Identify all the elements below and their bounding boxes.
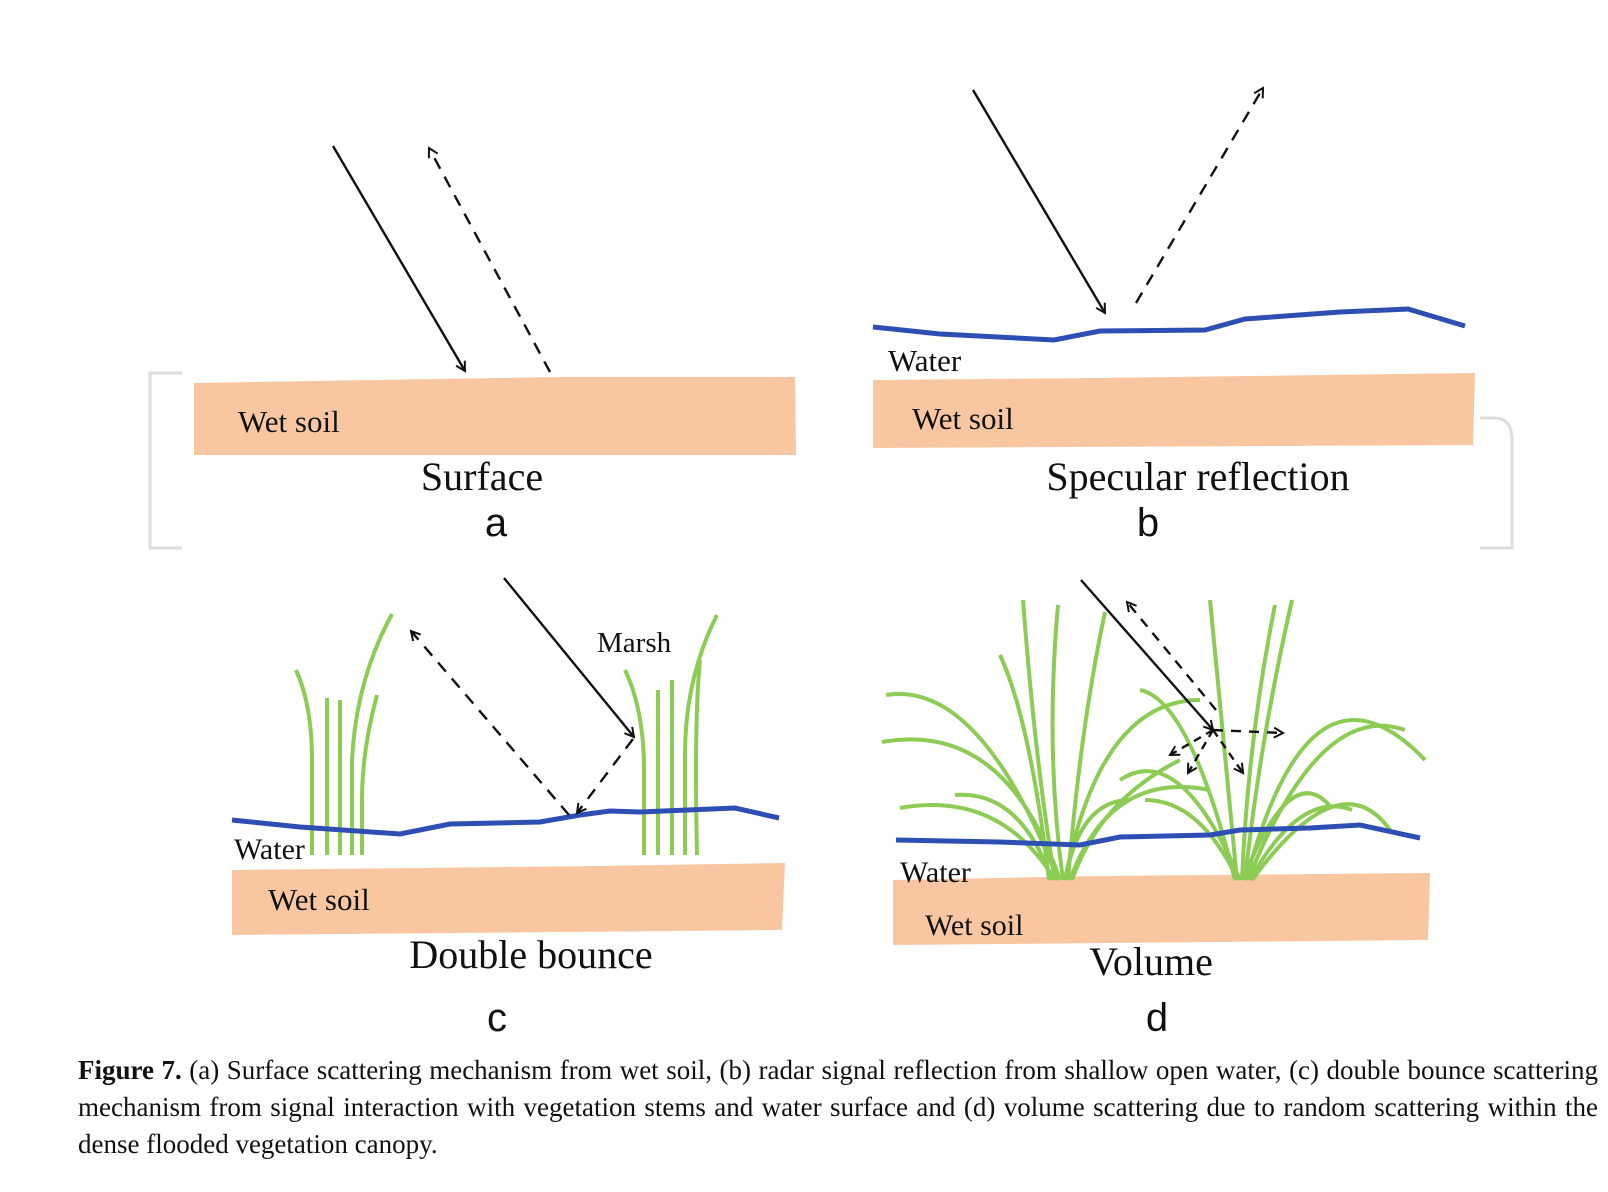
panel-letter: c: [487, 996, 507, 1040]
panel-b: Water Wet soil Specular reflection b: [872, 88, 1475, 545]
water-surface: [872, 306, 1466, 343]
water-surface: [231, 805, 780, 837]
scatter-arrow-right: [1212, 730, 1283, 733]
incident-arrow: [503, 577, 634, 737]
stem-water-bounce-arrow: [577, 738, 634, 813]
panel-a: Wet soil Surface a: [194, 145, 796, 545]
scatter-arrow-down-right: [1212, 729, 1243, 773]
panel-letter: d: [1146, 996, 1168, 1040]
dense-vegetation-canopy: [881, 599, 1427, 882]
soil-label: Wet soil: [925, 909, 1023, 942]
caption-label: Figure 7.: [78, 1055, 182, 1085]
backscatter-arrow: [411, 631, 570, 816]
figure-caption: Figure 7. (a) Surface scattering mechani…: [78, 1052, 1598, 1163]
panel-d: Water Wet soil Volume d: [881, 579, 1430, 1040]
incident-arrow: [971, 89, 1105, 313]
wet-soil-layer: [232, 863, 785, 935]
panel-letter: b: [1137, 501, 1159, 545]
water-surface: [895, 822, 1421, 848]
water-label: Water: [900, 856, 971, 889]
backscatter-arrow: [429, 148, 552, 373]
panel-c: Marsh Water Wet soil Double bounce c: [231, 577, 785, 1040]
water-label: Water: [234, 833, 305, 866]
soil-label: Wet soil: [268, 882, 370, 917]
vegetation-label: Marsh: [597, 627, 672, 659]
panel-title: Surface: [421, 454, 543, 499]
caption-text: (a) Surface scattering mechanism from we…: [78, 1055, 1598, 1159]
incident-arrow: [331, 145, 465, 371]
scattering-mechanisms-figure: Wet soil Surface a Water Wet soil Specul…: [148, 0, 1514, 1040]
panel-letter: a: [485, 501, 508, 545]
marsh-stems-right: [623, 614, 719, 856]
wet-soil-layer: [194, 377, 796, 455]
soil-label: Wet soil: [912, 401, 1014, 436]
panel-title: Volume: [1089, 939, 1213, 984]
soil-label: Wet soil: [238, 404, 340, 439]
water-label: Water: [888, 343, 962, 378]
incident-arrow: [1080, 579, 1213, 730]
panel-title: Double bounce: [409, 932, 652, 977]
watermark-outline: [148, 371, 1514, 550]
reflected-arrow: [1134, 88, 1263, 304]
backscatter-arrow: [1127, 602, 1217, 711]
marsh-stems-left: [294, 613, 394, 855]
wet-soil-layer: [873, 373, 1475, 448]
wet-soil-layer: [893, 873, 1430, 945]
panel-title: Specular reflection: [1046, 454, 1349, 499]
